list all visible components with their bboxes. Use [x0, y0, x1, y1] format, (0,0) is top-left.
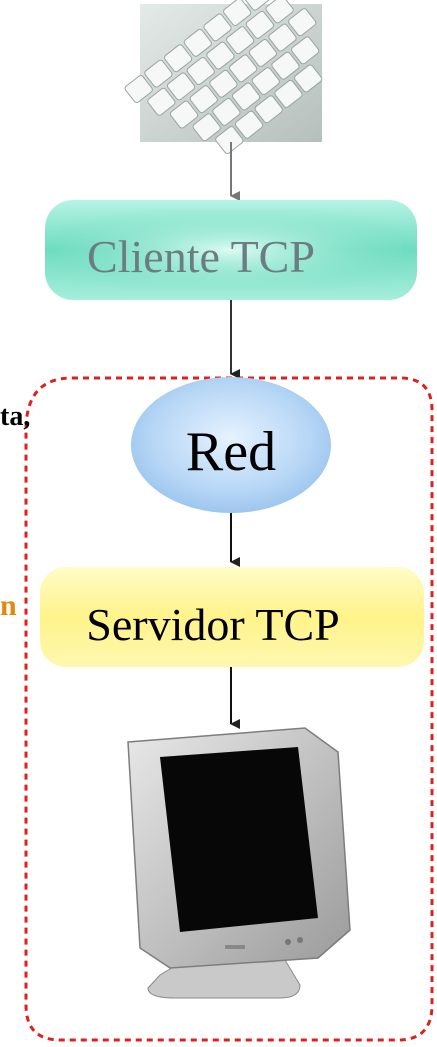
server-node: Servidor TCP [40, 567, 424, 667]
monitor-icon [127, 727, 351, 999]
network-label: Red [186, 421, 276, 483]
server-label: Servidor TCP [86, 599, 339, 650]
side-text-middle: n [0, 589, 17, 622]
client-node: Cliente TCP [45, 200, 417, 300]
dashed-boundary [24, 376, 434, 1042]
client-label: Cliente TCP [87, 231, 315, 282]
side-text-top: ta, [0, 401, 30, 432]
network-node: Red [131, 377, 331, 513]
keyboard-icon [124, 0, 323, 155]
